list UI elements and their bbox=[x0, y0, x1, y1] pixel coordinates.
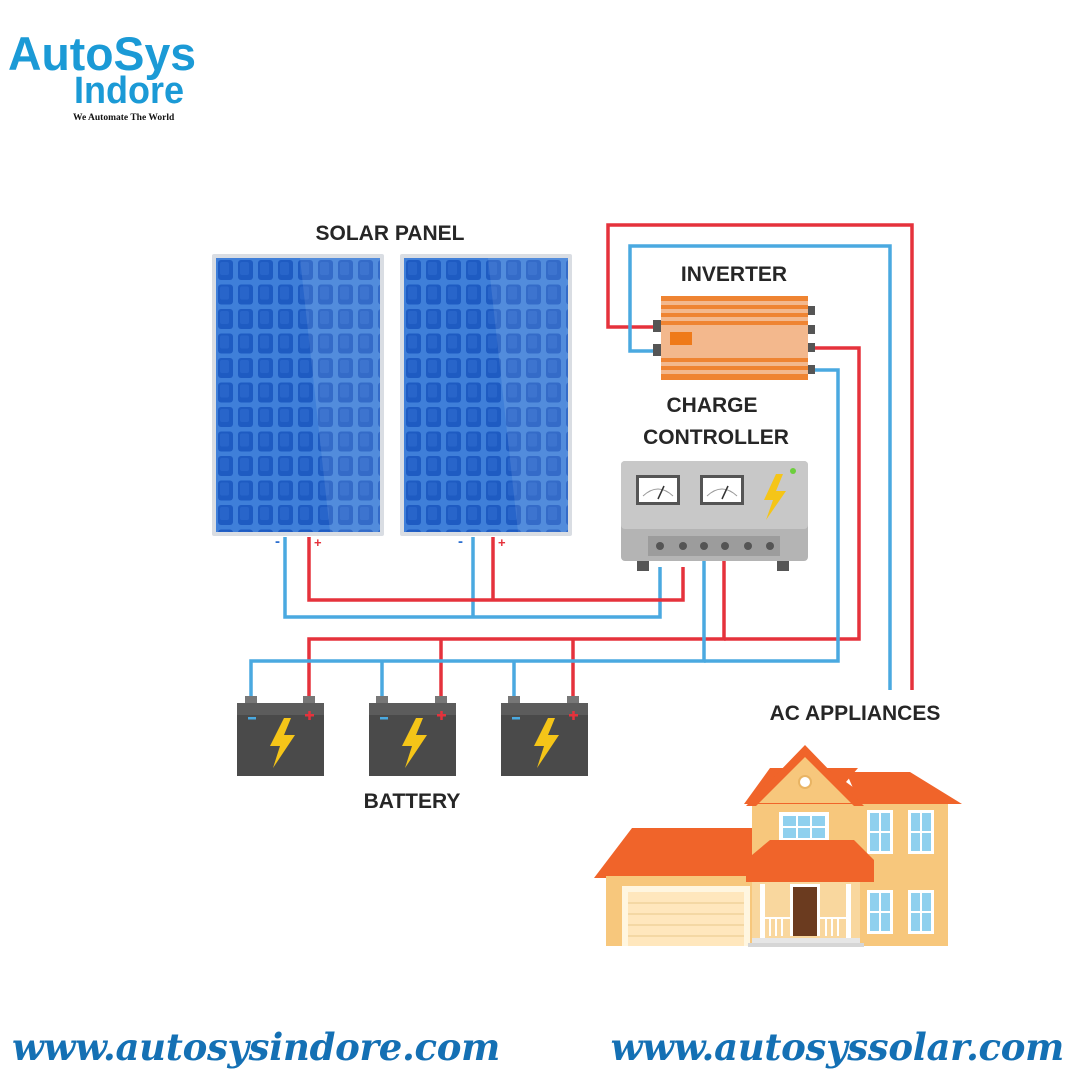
charge-controller bbox=[621, 461, 808, 571]
panel2-positive-sign: + bbox=[498, 535, 506, 550]
battery-3 bbox=[501, 696, 588, 776]
panel1-negative-sign: - bbox=[275, 533, 280, 550]
lightning-bolt-icon bbox=[764, 474, 786, 520]
battery-label: BATTERY bbox=[364, 790, 461, 813]
charge-controller-label-line2: CONTROLLER bbox=[643, 426, 789, 449]
charge-controller-label-line1: CHARGE bbox=[666, 394, 757, 417]
battery-2 bbox=[369, 696, 456, 776]
gauge-needle-2 bbox=[721, 485, 729, 500]
solar-system-diagram: AutoSys Indore We Automate The World SOL… bbox=[8, 27, 962, 947]
inverter-label: INVERTER bbox=[681, 263, 787, 286]
solar-panel-2 bbox=[400, 254, 572, 536]
panel1-positive-sign: + bbox=[314, 535, 322, 550]
battery-bolt-icon bbox=[534, 718, 559, 768]
inverter bbox=[653, 296, 815, 380]
wire-inverter-dc-positive bbox=[724, 346, 861, 641]
battery-bolt-icon bbox=[402, 718, 427, 768]
logo-text-line2: Indore bbox=[74, 70, 184, 112]
logo-text-line1: AutoSys bbox=[8, 27, 196, 80]
panel2-negative-sign: - bbox=[458, 533, 463, 550]
battery-bolt-icon bbox=[270, 718, 295, 768]
solar-panel-1 bbox=[212, 254, 384, 536]
website-url-left[interactable]: www.autosysindore.com bbox=[12, 1025, 500, 1069]
house-illustration bbox=[594, 745, 962, 947]
wire-inverter-dc-negative bbox=[704, 368, 840, 663]
status-led bbox=[790, 468, 796, 474]
gauge-needle-1 bbox=[657, 485, 665, 500]
wire-ac-neutral bbox=[628, 244, 892, 690]
battery-1 bbox=[237, 696, 324, 776]
logo-tagline: We Automate The World bbox=[73, 113, 175, 123]
wire-battery-positive-bus bbox=[307, 547, 726, 698]
solar-panel-label: SOLAR PANEL bbox=[316, 222, 465, 245]
website-url-right[interactable]: www.autosyssolar.com bbox=[610, 1025, 1065, 1069]
wire-panel-positive-bus bbox=[307, 537, 685, 602]
wire-ac-live bbox=[606, 223, 914, 690]
inverter-display bbox=[670, 332, 692, 345]
ac-appliances-label: AC APPLIANCES bbox=[770, 702, 941, 725]
wiring bbox=[249, 223, 914, 698]
brand-logo: AutoSys Indore We Automate The World bbox=[8, 27, 196, 123]
wire-battery-negative-bus bbox=[249, 547, 706, 698]
